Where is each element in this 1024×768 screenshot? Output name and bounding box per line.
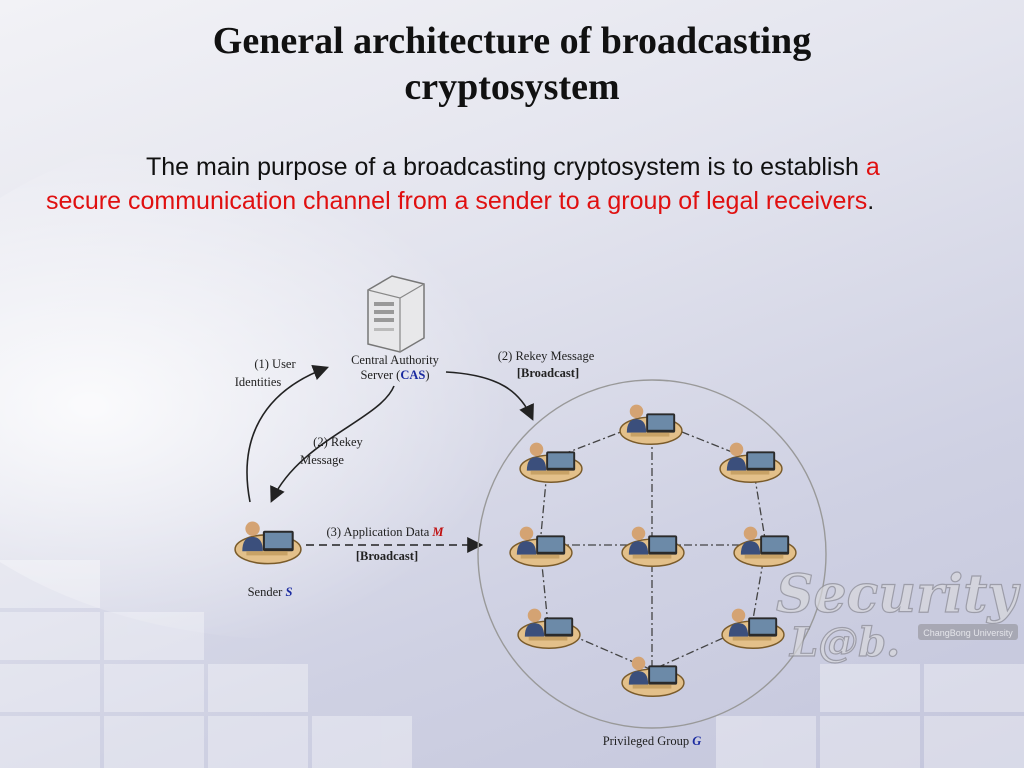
- body-text-end: .: [867, 187, 875, 215]
- app-data-line2: [Broadcast]: [356, 549, 418, 563]
- slide-title-line2: cryptosystem: [404, 66, 620, 108]
- server-icon: [367, 275, 425, 353]
- security-lab-logo: Security L@b. ChangBong University: [775, 563, 1021, 666]
- rekey-left-line2: Message: [300, 453, 344, 467]
- server-label-line2: Server (CAS): [360, 368, 429, 382]
- body-text-highlight: a secure communication channel from a se…: [46, 153, 880, 215]
- group-member-icon: [621, 655, 685, 698]
- svg-text:ChangBong University: ChangBong University: [923, 628, 1013, 638]
- svg-text:Security: Security: [776, 564, 1021, 625]
- app-data-line1: (3) Application Data M: [327, 525, 445, 539]
- body-paragraph: The main purpose of a broadcasting crypt…: [46, 150, 946, 218]
- server-label-line1: Central Authority: [351, 353, 440, 367]
- group-member-icon: [733, 525, 797, 568]
- arrow-rekey-to-sender: [270, 385, 395, 503]
- arrow-rekey-broadcast: [445, 371, 534, 421]
- sender-label: Sender S: [248, 585, 293, 599]
- user-identities-line2: Identities: [235, 375, 282, 389]
- body-text-start: The main purpose of a broadcasting crypt…: [146, 153, 866, 181]
- group-member-icon: [621, 525, 685, 568]
- slide-title: General architecture of broadcasting cry…: [0, 18, 1024, 110]
- group-member-icon: [519, 441, 583, 484]
- rekey-left-line1: (2) Rekey: [313, 435, 363, 449]
- arrow-user-identities: [246, 365, 329, 503]
- privileged-group-label: Privileged Group G: [603, 734, 702, 748]
- group-member-icon: [721, 607, 785, 650]
- group-member-icon: [517, 607, 581, 650]
- rekey-right-line2: [Broadcast]: [517, 366, 579, 380]
- user-identities-line1: (1) User: [254, 357, 296, 371]
- rekey-right-line1: (2) Rekey Message: [498, 349, 595, 363]
- svg-text:L@b.: L@b.: [789, 619, 900, 666]
- group-member-icon: [719, 441, 783, 484]
- group-member-icon: [619, 403, 683, 446]
- sender-icon: [234, 520, 302, 565]
- privileged-group-circle: [477, 379, 827, 729]
- slide-title-line1: General architecture of broadcasting: [212, 20, 812, 62]
